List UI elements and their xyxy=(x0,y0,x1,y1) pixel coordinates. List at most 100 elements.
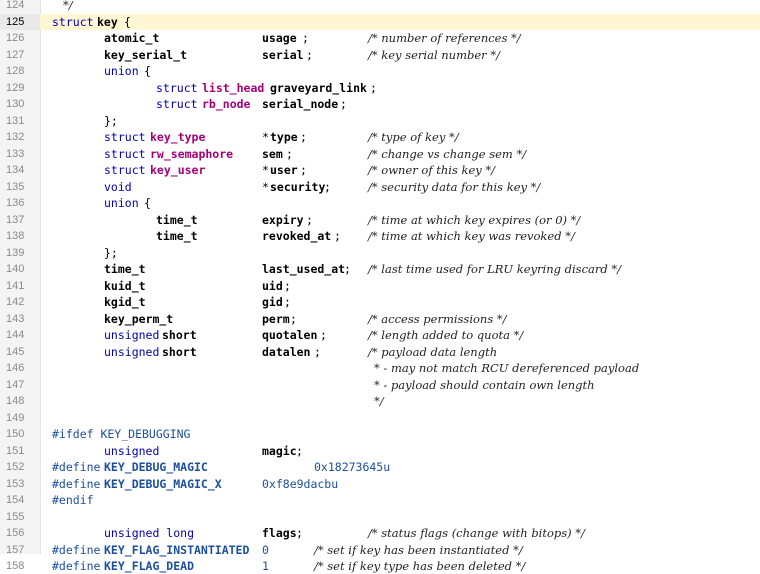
line-number: 142 xyxy=(6,296,25,308)
code-line[interactable]: 146* - may not match RCU dereferenced pa… xyxy=(0,360,760,376)
code-token: #endif xyxy=(52,493,94,507)
code-token: list_head xyxy=(202,80,265,95)
code-line[interactable]: 154 #endif xyxy=(0,492,760,508)
code-line[interactable]: 149 xyxy=(0,410,760,426)
line-number: 126 xyxy=(6,32,25,44)
code-line[interactable]: 148*/ xyxy=(0,393,760,409)
line-number: 125 xyxy=(0,13,40,30)
code-token: /* key serial number */ xyxy=(368,47,500,62)
line-number: 130 xyxy=(6,98,25,110)
code-token: struct xyxy=(52,14,94,29)
code-token: ; xyxy=(306,47,313,62)
code-token: flags xyxy=(262,526,297,540)
code-token: /* number of references */ xyxy=(368,31,521,45)
code-token: key_user xyxy=(150,163,206,177)
code-token: #define xyxy=(52,460,101,474)
line-number: 157 xyxy=(6,543,25,556)
line-number: 143 xyxy=(6,312,25,325)
code-token: * - may not match RCU dereferenced paylo… xyxy=(374,361,640,375)
code-token: * xyxy=(262,163,269,177)
code-token: */ xyxy=(374,394,384,408)
code-token: unsigned xyxy=(104,443,160,458)
code-token: user xyxy=(270,163,298,177)
code-token: /* set if key has been instantiated */ xyxy=(314,542,523,557)
code-token: ; xyxy=(324,179,331,194)
line-number: 136 xyxy=(6,197,25,209)
code-line[interactable]: 147* - payload should contain own length xyxy=(0,377,760,393)
code-token: kgid_t xyxy=(104,295,146,309)
code-token: revoked_at xyxy=(262,229,332,243)
code-token: type xyxy=(270,130,298,144)
code-token: 0xf8e9dacbu xyxy=(262,476,339,491)
line-number: 152 xyxy=(6,461,25,473)
code-token: ; xyxy=(286,146,293,161)
line-number: 158 xyxy=(6,560,25,572)
code-token: ; xyxy=(296,443,303,458)
line-number: 135 xyxy=(6,180,25,193)
code-token: last_used_at xyxy=(262,262,346,276)
code-token: void xyxy=(104,179,132,194)
line-number: 151 xyxy=(6,444,25,457)
code-token: ; xyxy=(300,130,307,144)
line-number: 124 xyxy=(6,0,25,11)
code-token: ; xyxy=(334,229,341,243)
code-line[interactable]: 139}; xyxy=(0,245,760,261)
code-line[interactable]: 131}; xyxy=(0,113,760,129)
code-token: */ xyxy=(63,0,73,12)
line-number: 144 xyxy=(6,329,25,341)
code-token: { xyxy=(144,196,151,210)
code-token: #define xyxy=(52,559,101,573)
code-line[interactable]: 124 */ xyxy=(0,0,760,13)
code-token: 1 xyxy=(262,559,269,573)
code-token: ; xyxy=(284,295,291,309)
code-line[interactable]: 155 xyxy=(0,509,760,525)
code-token: /* length added to quota */ xyxy=(368,328,524,342)
code-token: /* time at which key expires (or 0) */ xyxy=(368,212,581,227)
code-token: unsigned xyxy=(104,344,160,359)
code-token: graveyard_link xyxy=(270,80,367,95)
code-token: serial_node xyxy=(262,97,339,111)
code-token: perm xyxy=(262,311,290,326)
code-token: usage xyxy=(262,31,297,45)
code-token: ; xyxy=(306,212,313,227)
line-number: 128 xyxy=(6,65,25,77)
code-token: ; xyxy=(296,526,303,540)
code-token: struct xyxy=(156,80,198,95)
code-token: /* owner of this key */ xyxy=(368,163,496,177)
code-token: * xyxy=(262,130,269,144)
code-token: serial xyxy=(262,47,304,62)
line-number: 138 xyxy=(6,230,25,242)
line-number: 154 xyxy=(6,494,25,506)
code-line[interactable]: 150#ifdef KEY_DEBUGGING xyxy=(0,426,760,442)
code-token: unsigned long xyxy=(104,526,195,540)
code-token: security xyxy=(270,179,326,194)
code-token: #define xyxy=(52,542,101,557)
code-token: unsigned xyxy=(104,328,160,342)
